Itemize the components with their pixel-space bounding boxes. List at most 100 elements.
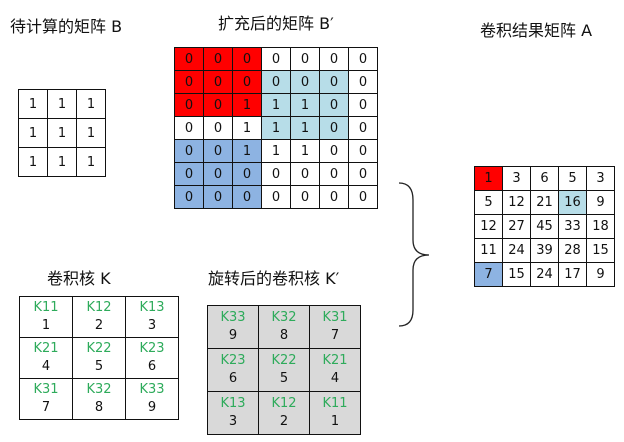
kernel-label: K11 — [322, 396, 348, 411]
kernel-value: 4 — [330, 371, 340, 386]
kernel-value: 4 — [41, 359, 51, 374]
kernel-value: 5 — [279, 371, 289, 386]
kernel-value: 3 — [228, 414, 238, 429]
matrix-cell: 0 — [348, 162, 378, 186]
matrix-cell: 1 — [47, 89, 77, 119]
kernel-label: K13 — [220, 396, 246, 411]
matrix-cell: 24 — [502, 238, 531, 263]
matrix-cell: 0 — [174, 185, 204, 209]
kernel-label: K32 — [271, 310, 297, 325]
matrix-cell: 0 — [203, 116, 233, 140]
kernel-label: K22 — [271, 353, 297, 368]
matrix-cell: 0 — [203, 185, 233, 209]
kernel-label: K13 — [139, 300, 165, 315]
matrix-cell: 6 — [530, 166, 559, 191]
matrix-cell: 1 — [76, 118, 106, 148]
matrix-cell: 0 — [261, 70, 291, 94]
matrix-cell: 7 — [474, 262, 503, 287]
matrix-cell: 1 — [47, 147, 77, 177]
matrix-cell: 0 — [319, 139, 349, 163]
matrix-cell: 1 — [290, 93, 320, 117]
matrix-cell: 1 — [18, 147, 48, 177]
kernel-label: K23 — [220, 353, 246, 368]
matrix-cell: 1 — [76, 147, 106, 177]
matrix-cell: 0 — [348, 70, 378, 94]
matrix-cell: 21 — [530, 190, 559, 215]
kernel-value: 2 — [94, 318, 104, 333]
kernel-k-prime-title: 旋转后的卷积核 K′ — [208, 269, 340, 288]
kernel-value: 6 — [147, 359, 157, 374]
matrix-cell: 0 — [348, 47, 378, 71]
matrix-cell: 1 — [76, 89, 106, 119]
matrix-cell: 3 — [586, 166, 615, 191]
matrix-cell: 15 — [586, 238, 615, 263]
matrix-b-prime-title: 扩充后的矩阵 B′ — [218, 14, 334, 33]
kernel-value: 8 — [94, 400, 104, 415]
matrix-cell: 0 — [319, 70, 349, 94]
kernel-label: K21 — [33, 341, 59, 356]
matrix-cell: 1 — [232, 93, 262, 117]
kernel-label: K31 — [322, 310, 348, 325]
matrix-cell: 0 — [290, 185, 320, 209]
matrix-cell: 39 — [530, 238, 559, 263]
kernel-label: K12 — [271, 396, 297, 411]
matrix-cell: 0 — [319, 162, 349, 186]
kernel-value: 2 — [279, 414, 289, 429]
kernel-value: 1 — [330, 414, 340, 429]
matrix-cell: 1 — [47, 118, 77, 148]
kernel-value: 3 — [147, 318, 157, 333]
matrix-cell: 9 — [586, 262, 615, 287]
matrix-cell: 24 — [530, 262, 559, 287]
kernel-value: 9 — [228, 328, 238, 343]
matrix-cell: 0 — [174, 162, 204, 186]
matrix-cell: 0 — [174, 116, 204, 140]
brace-icon — [398, 182, 430, 327]
matrix-cell: 1 — [290, 116, 320, 140]
matrix-cell: 0 — [319, 47, 349, 71]
kernel-value: 7 — [41, 400, 51, 415]
matrix-cell: 0 — [348, 93, 378, 117]
kernel-label: K23 — [139, 341, 165, 356]
kernel-value: 1 — [41, 318, 51, 333]
kernel-value: 5 — [94, 359, 104, 374]
matrix-cell: 1 — [261, 139, 291, 163]
matrix-cell: 16 — [558, 190, 587, 215]
matrix-cell: 0 — [232, 185, 262, 209]
matrix-cell: 1 — [232, 116, 262, 140]
matrix-cell: 0 — [261, 47, 291, 71]
kernel-value: 6 — [228, 371, 238, 386]
matrix-cell: 3 — [502, 166, 531, 191]
kernel-label: K33 — [220, 310, 246, 325]
kernel-label: K31 — [33, 382, 59, 397]
matrix-cell: 12 — [474, 214, 503, 239]
kernel-label: K22 — [86, 341, 112, 356]
matrix-cell: 0 — [203, 47, 233, 71]
matrix-cell: 1 — [290, 139, 320, 163]
matrix-cell: 45 — [530, 214, 559, 239]
matrix-cell: 0 — [203, 70, 233, 94]
matrix-cell: 0 — [174, 93, 204, 117]
matrix-cell: 0 — [348, 116, 378, 140]
matrix-cell: 1 — [18, 118, 48, 148]
matrix-cell: 18 — [586, 214, 615, 239]
kernel-label: K33 — [139, 382, 165, 397]
matrix-cell: 0 — [261, 185, 291, 209]
kernel-label: K12 — [86, 300, 112, 315]
matrix-cell: 0 — [319, 185, 349, 209]
matrix-a-title: 卷积结果矩阵 A — [480, 21, 593, 40]
